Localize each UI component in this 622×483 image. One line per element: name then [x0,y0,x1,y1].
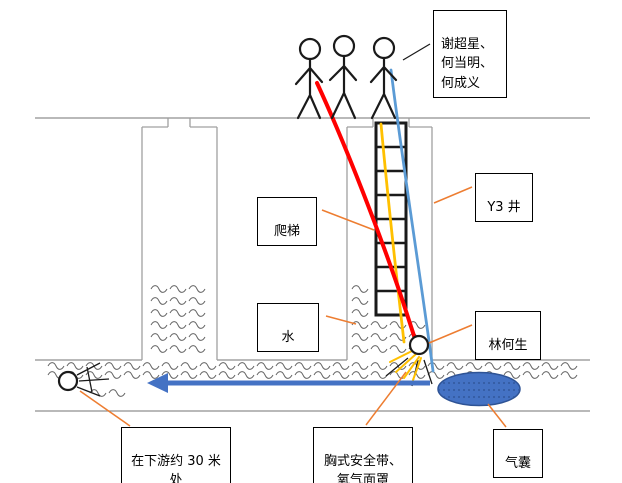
airbag [437,371,521,407]
right-well [346,118,433,360]
figure-body-limbs [328,54,358,120]
victim-in-well [385,334,433,387]
harness-fan [389,349,422,381]
stick-figure [369,36,398,120]
leader-water [325,315,357,325]
figure-head [298,37,322,61]
flow-arrow-head [147,373,168,393]
leader-found [79,390,131,427]
stick-figure [294,37,324,120]
label-harness-text: 胸式安全带、 氧气面罩 [323,453,402,483]
label-ladder-text: 爬梯 [273,223,300,239]
rescuer-figures [294,34,398,120]
label-water: 水 [257,303,319,352]
label-victim: 林何生 [475,311,541,360]
right-well-walls [346,118,433,360]
label-rescuers-text: 谢超星、 何当明、 何成义 [441,36,494,91]
water-squiggles [47,285,578,397]
label-well: Y3 井 [475,173,533,222]
leader-harness [365,371,407,426]
label-rescuers: 谢超星、 何当明、 何成义 [433,10,507,98]
figure-head [372,36,396,60]
label-found: 在下游约 30 米处 发现林何生 [121,427,231,483]
figure-body-limbs [369,56,398,120]
yellow-rope [379,122,406,344]
label-airbag-text: 气囊 [504,455,531,471]
leader-victim [428,324,473,344]
blue-rescue-rope [389,68,435,373]
airbag-ellipse [437,371,521,407]
figure-head [332,34,356,58]
label-water-text: 水 [281,329,295,345]
figure-body-limbs [294,57,324,120]
label-well-text: Y3 井 [487,199,521,215]
label-harness: 胸式安全带、 氧气面罩 [313,427,413,483]
left-well [141,118,218,360]
leader-well [433,186,473,204]
found-victim-head [57,370,79,392]
callout-leaders [79,186,507,428]
label-found-text: 在下游约 30 米处 发现林何生 [131,453,221,483]
stick-figure [328,34,358,120]
channel-lines [35,359,590,412]
found-victim [57,362,110,397]
label-ladder: 爬梯 [257,197,317,246]
harness-lines [389,349,422,381]
red-rescue-rope [315,81,418,344]
leader-rescuers [402,43,431,61]
leader-ladder [321,209,375,231]
left-well-walls [141,118,218,360]
airbag-texture [439,382,519,398]
label-victim-text: 林何生 [488,337,528,353]
flow-arrow [147,373,430,393]
victim-head [408,334,430,356]
found-victim-limbs [76,362,110,397]
label-airbag: 气囊 [493,429,543,478]
leader-airbag [487,403,507,428]
